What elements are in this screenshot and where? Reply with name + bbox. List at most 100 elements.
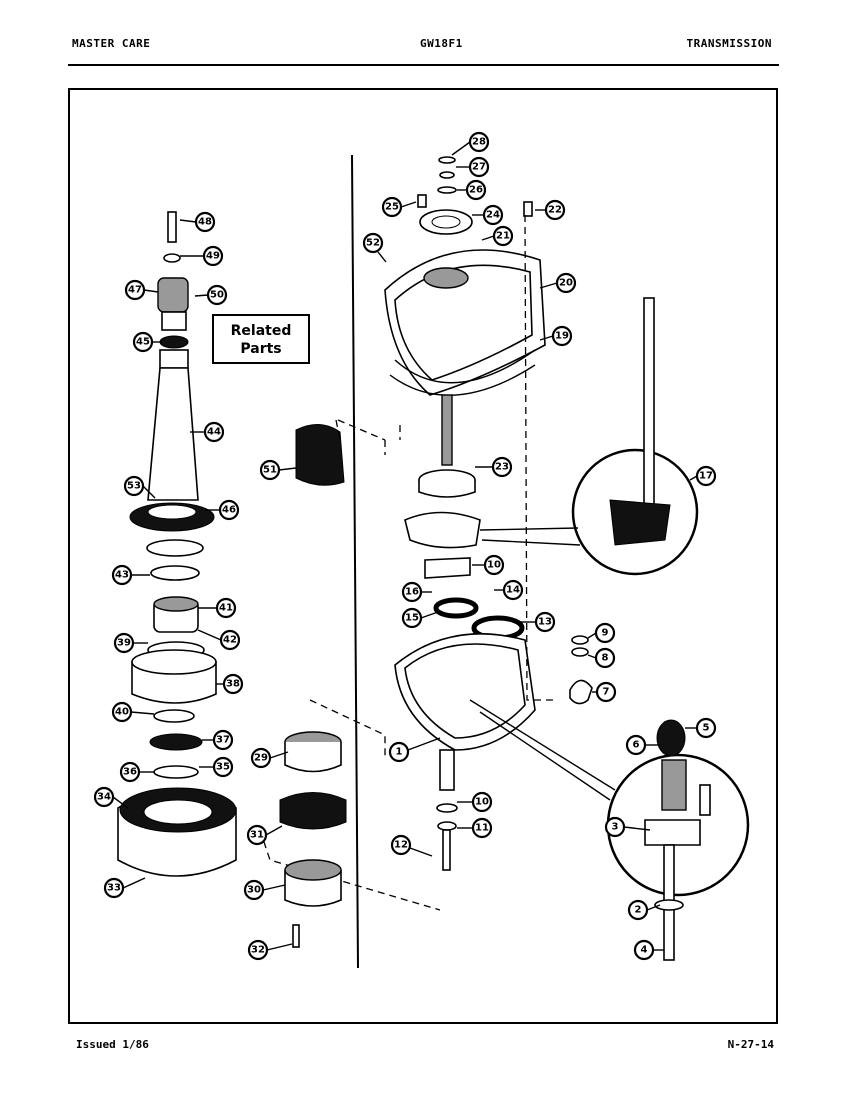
svg-text:21: 21 <box>496 231 510 242</box>
svg-text:24: 24 <box>486 210 500 221</box>
related-parts-line-1: Related <box>230 323 292 339</box>
left-assembly <box>117 211 237 877</box>
svg-text:30: 30 <box>247 885 261 896</box>
svg-text:20: 20 <box>559 278 573 289</box>
svg-text:22: 22 <box>548 205 562 216</box>
callout-10b: 10 <box>472 554 505 576</box>
svg-text:39: 39 <box>117 638 131 649</box>
callout-36: 36 <box>119 761 154 783</box>
svg-text:36: 36 <box>123 767 137 778</box>
svg-text:32: 32 <box>251 945 265 956</box>
footer-issued: Issued 1/86 <box>76 1038 149 1051</box>
callout-46: 46 <box>205 499 240 521</box>
svg-text:41: 41 <box>219 603 233 614</box>
related-parts-line-2: Parts <box>240 341 282 357</box>
svg-text:34: 34 <box>97 792 111 803</box>
callout-10a: 10 <box>457 791 493 813</box>
svg-text:14: 14 <box>506 585 520 596</box>
svg-text:23: 23 <box>495 462 509 473</box>
header-model: GW18F1 <box>420 37 463 50</box>
callout-53: 53 <box>123 475 156 499</box>
callout-11: 11 <box>457 817 493 839</box>
svg-text:4: 4 <box>641 945 648 956</box>
callout-12: 12 <box>390 834 412 856</box>
svg-text:8: 8 <box>602 653 609 664</box>
callout-35: 35 <box>199 756 234 778</box>
svg-text:10: 10 <box>487 560 501 571</box>
svg-text:35: 35 <box>216 762 230 773</box>
callout-17: 17 <box>689 465 717 487</box>
svg-text:31: 31 <box>250 830 264 841</box>
callout-1: 1 <box>388 737 441 763</box>
svg-text:13: 13 <box>538 617 552 628</box>
right-assembly <box>335 156 593 871</box>
svg-text:50: 50 <box>210 290 224 301</box>
svg-text:5: 5 <box>703 723 710 734</box>
header-section: TRANSMISSION <box>686 37 772 50</box>
svg-text:7: 7 <box>603 687 610 698</box>
callout-3: 3 <box>604 816 651 838</box>
svg-text:44: 44 <box>207 427 221 438</box>
svg-text:3: 3 <box>612 822 619 833</box>
svg-text:29: 29 <box>254 753 268 764</box>
callout-9: 9 <box>587 622 616 644</box>
svg-text:17: 17 <box>699 471 713 482</box>
callout-45: 45 <box>132 331 162 353</box>
header-brand: MASTER CARE <box>72 37 151 50</box>
svg-text:43: 43 <box>115 570 129 581</box>
callout-25: 25 <box>381 196 417 218</box>
callout-30: 30 <box>243 879 286 901</box>
callout-28: 28 <box>451 131 490 156</box>
svg-text:15: 15 <box>405 613 419 624</box>
svg-text:2: 2 <box>635 905 642 916</box>
related-parts-label: Related Parts <box>212 314 310 364</box>
callout-47: 47 <box>124 279 159 301</box>
footer-page-code: N-27-14 <box>727 1038 774 1051</box>
diagram-frame <box>68 88 778 1024</box>
callout-38: 38 <box>216 673 244 695</box>
svg-text:11: 11 <box>475 823 489 834</box>
callout-24: 24 <box>472 204 504 226</box>
svg-text:47: 47 <box>128 285 142 296</box>
callout-14: 14 <box>494 579 524 601</box>
callout-8: 8 <box>587 647 616 669</box>
svg-text:49: 49 <box>206 251 220 262</box>
svg-text:10: 10 <box>475 797 489 808</box>
callout-50: 50 <box>194 284 228 306</box>
svg-text:26: 26 <box>469 185 483 196</box>
svg-text:16: 16 <box>405 587 419 598</box>
callout-31: 31 <box>246 824 283 846</box>
svg-text:52: 52 <box>366 238 380 249</box>
callout-49: 49 <box>180 245 224 267</box>
callout-33: 33 <box>103 877 146 899</box>
callout-20: 20 <box>539 272 577 294</box>
callout-15: 15 <box>401 607 439 629</box>
svg-text:33: 33 <box>107 883 121 894</box>
callout-42: 42 <box>197 629 241 651</box>
svg-text:25: 25 <box>385 202 399 213</box>
callout-27: 27 <box>456 156 490 178</box>
svg-text:48: 48 <box>198 217 212 228</box>
svg-text:19: 19 <box>555 331 569 342</box>
callout-23: 23 <box>475 456 513 478</box>
callouts: 1 2 3 4 5 6 7 8 9 10 11 12 13 14 15 16 1… <box>93 131 717 961</box>
callout-32: 32 <box>247 939 293 961</box>
callout-2: 2 <box>627 899 661 921</box>
callout-4: 4 <box>633 939 664 961</box>
svg-text:40: 40 <box>115 707 129 718</box>
callout-21: 21 <box>481 225 514 247</box>
callout-51: 51 <box>259 459 297 481</box>
related-parts-group <box>259 419 441 948</box>
svg-text:37: 37 <box>216 735 230 746</box>
callout-19: 19 <box>539 325 573 347</box>
svg-text:1: 1 <box>396 747 403 758</box>
callout-52: 52 <box>362 232 387 263</box>
svg-text:28: 28 <box>472 137 486 148</box>
callout-40: 40 <box>111 701 155 723</box>
callout-5: 5 <box>685 717 717 739</box>
callout-43: 43 <box>111 564 150 586</box>
callout-7: 7 <box>592 681 617 703</box>
callout-16: 16 <box>401 581 432 603</box>
svg-text:9: 9 <box>602 628 609 639</box>
